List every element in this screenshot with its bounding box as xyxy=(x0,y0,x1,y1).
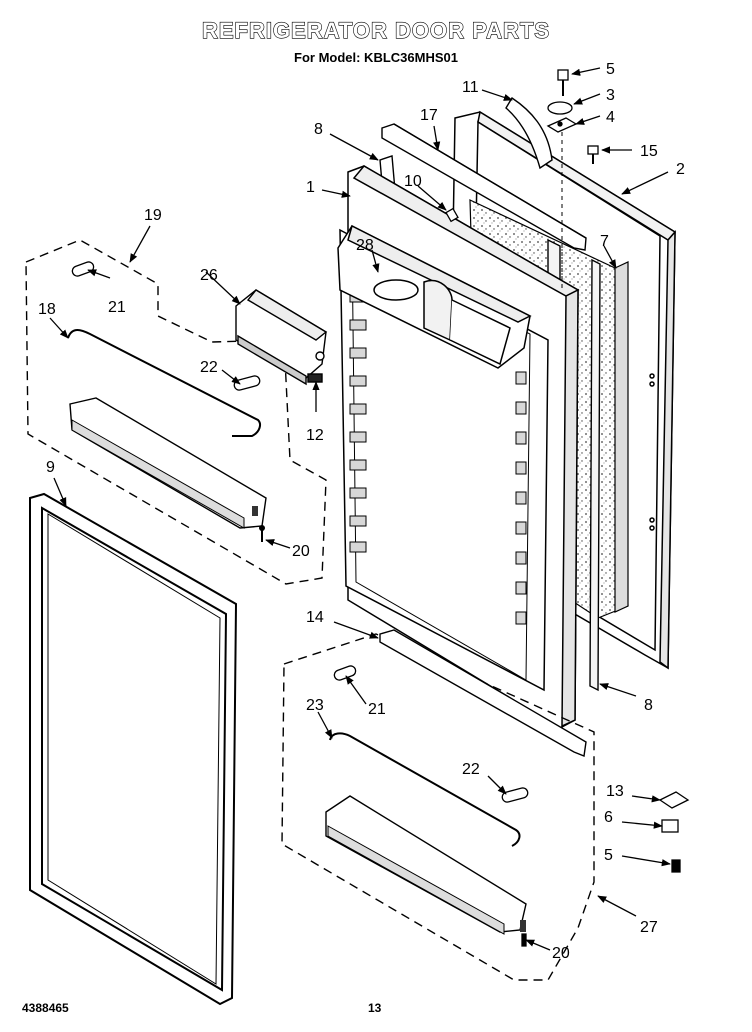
callout-labels: 1 2 3 4 5 5 6 7 8 8 9 10 11 12 13 14 15 … xyxy=(38,61,685,962)
callout-20-bottom: 20 xyxy=(552,945,570,962)
callout-15: 15 xyxy=(640,143,658,160)
callout-20-top: 20 xyxy=(292,543,310,560)
page-number: 13 xyxy=(368,1001,382,1015)
callout-1: 1 xyxy=(306,179,315,196)
callout-17: 17 xyxy=(420,107,438,124)
lower-bin-group xyxy=(281,633,595,981)
dairy-compartment xyxy=(337,224,532,369)
callout-14: 14 xyxy=(306,609,324,626)
callout-5-bottom: 5 xyxy=(604,847,613,864)
callout-8-top: 8 xyxy=(314,121,323,138)
leader-lines xyxy=(49,67,671,951)
hardware xyxy=(445,69,690,947)
callout-8-bottom: 8 xyxy=(644,697,653,714)
callout-2: 2 xyxy=(676,161,685,178)
callout-11: 11 xyxy=(462,79,479,96)
callout-21-top: 21 xyxy=(108,299,126,316)
callout-28: 28 xyxy=(356,237,374,254)
callout-13: 13 xyxy=(606,783,624,800)
callout-26: 26 xyxy=(200,267,218,284)
callout-21-bottom: 21 xyxy=(368,701,386,718)
callout-7: 7 xyxy=(600,233,609,250)
dairy-door xyxy=(235,289,328,386)
callout-27: 27 xyxy=(640,919,658,936)
bottom-trim xyxy=(379,629,587,757)
callout-23: 23 xyxy=(306,697,324,714)
callout-10: 10 xyxy=(404,173,422,190)
door-gasket xyxy=(29,492,238,1006)
callout-3: 3 xyxy=(606,87,615,104)
callout-12: 12 xyxy=(306,427,324,444)
hinge-arm xyxy=(505,97,553,170)
page-title: REFRIGERATOR DOOR PARTS xyxy=(201,17,551,43)
callout-19: 19 xyxy=(144,207,162,224)
callout-9: 9 xyxy=(46,459,55,476)
document-number: 4388465 xyxy=(22,1001,69,1015)
model-subtitle: For Model: KBLC36MHS01 xyxy=(294,50,458,65)
callout-22-bottom: 22 xyxy=(462,761,480,778)
callout-18: 18 xyxy=(38,301,56,318)
callout-22-top: 22 xyxy=(200,359,218,376)
callout-5-top: 5 xyxy=(606,61,615,78)
callout-6: 6 xyxy=(604,809,613,826)
callout-4: 4 xyxy=(606,109,615,126)
upper-bin-group xyxy=(25,239,327,585)
